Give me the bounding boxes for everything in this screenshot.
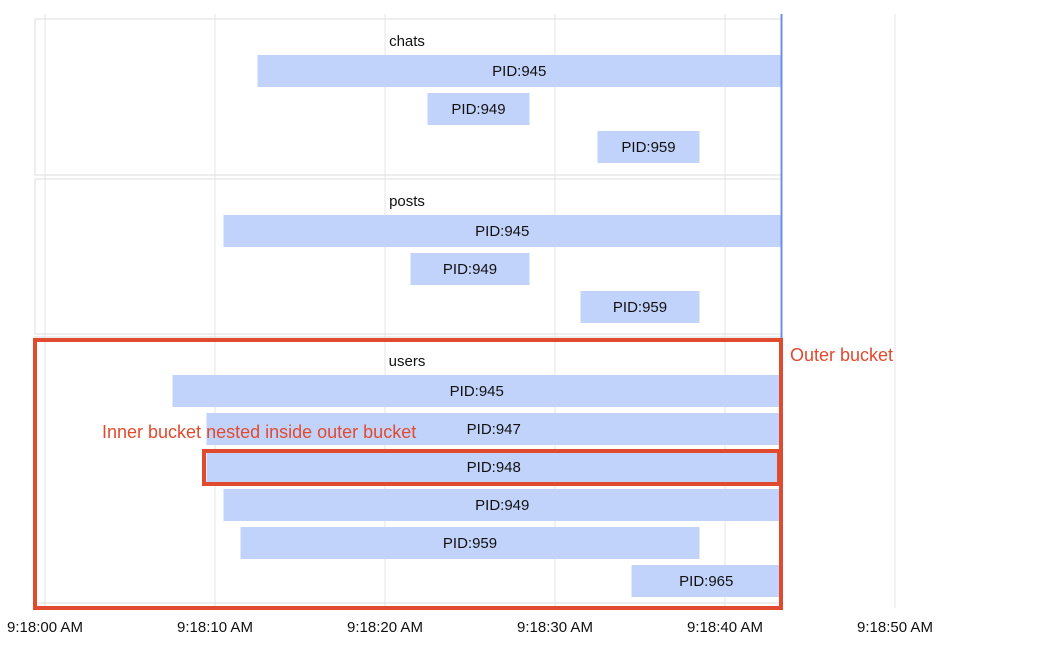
gridlines xyxy=(44,14,896,608)
bar xyxy=(240,527,700,559)
bar xyxy=(427,93,530,125)
bar-label: PID:945 xyxy=(450,383,504,400)
bar xyxy=(597,131,700,163)
group-title-users: users xyxy=(389,353,426,370)
bars: PID:945PID:949PID:959PID:945PID:949PID:9… xyxy=(172,55,781,597)
bar xyxy=(580,291,700,323)
bar xyxy=(206,451,781,483)
annotations: Outer bucket Inner bucket nested inside … xyxy=(33,338,893,610)
x-tick-label: 9:18:40 AM xyxy=(687,619,763,636)
inner-bucket-outline xyxy=(202,449,781,486)
bar xyxy=(257,55,781,87)
bar-label: PID:965 xyxy=(679,573,733,590)
x-axis: 9:18:00 AM 9:18:10 AM 9:18:20 AM 9:18:30 AM… xyxy=(7,619,933,636)
bar-label: PID:959 xyxy=(443,535,497,552)
x-tick-label: 9:18:50 AM xyxy=(857,619,933,636)
x-tick-label: 9:18:10 AM xyxy=(177,619,253,636)
bar-label: PID:949 xyxy=(443,261,497,278)
bar-label: PID:959 xyxy=(621,139,675,156)
bar-label: PID:945 xyxy=(492,63,546,80)
bar-label: PID:949 xyxy=(451,101,505,118)
x-tick-label: 9:18:30 AM xyxy=(517,619,593,636)
group-title-posts: posts xyxy=(389,193,425,210)
bar-label: PID:948 xyxy=(467,459,521,476)
bar xyxy=(223,489,781,521)
bar-label: PID:949 xyxy=(475,497,529,514)
bar xyxy=(172,375,781,407)
bar xyxy=(206,413,781,445)
bar xyxy=(631,565,781,597)
bar xyxy=(410,253,530,285)
bar xyxy=(223,215,781,247)
bar-label: PID:959 xyxy=(613,299,667,316)
group-title-chats: chats xyxy=(389,33,425,50)
x-tick-label: 9:18:00 AM xyxy=(7,619,83,636)
x-tick-label: 9:18:20 AM xyxy=(347,619,423,636)
bar-label: PID:945 xyxy=(475,223,529,240)
outer-bucket-label: Outer bucket xyxy=(790,345,893,365)
inner-bucket-label: Inner bucket nested inside outer bucket xyxy=(102,422,416,442)
bar-label: PID:947 xyxy=(467,421,521,438)
